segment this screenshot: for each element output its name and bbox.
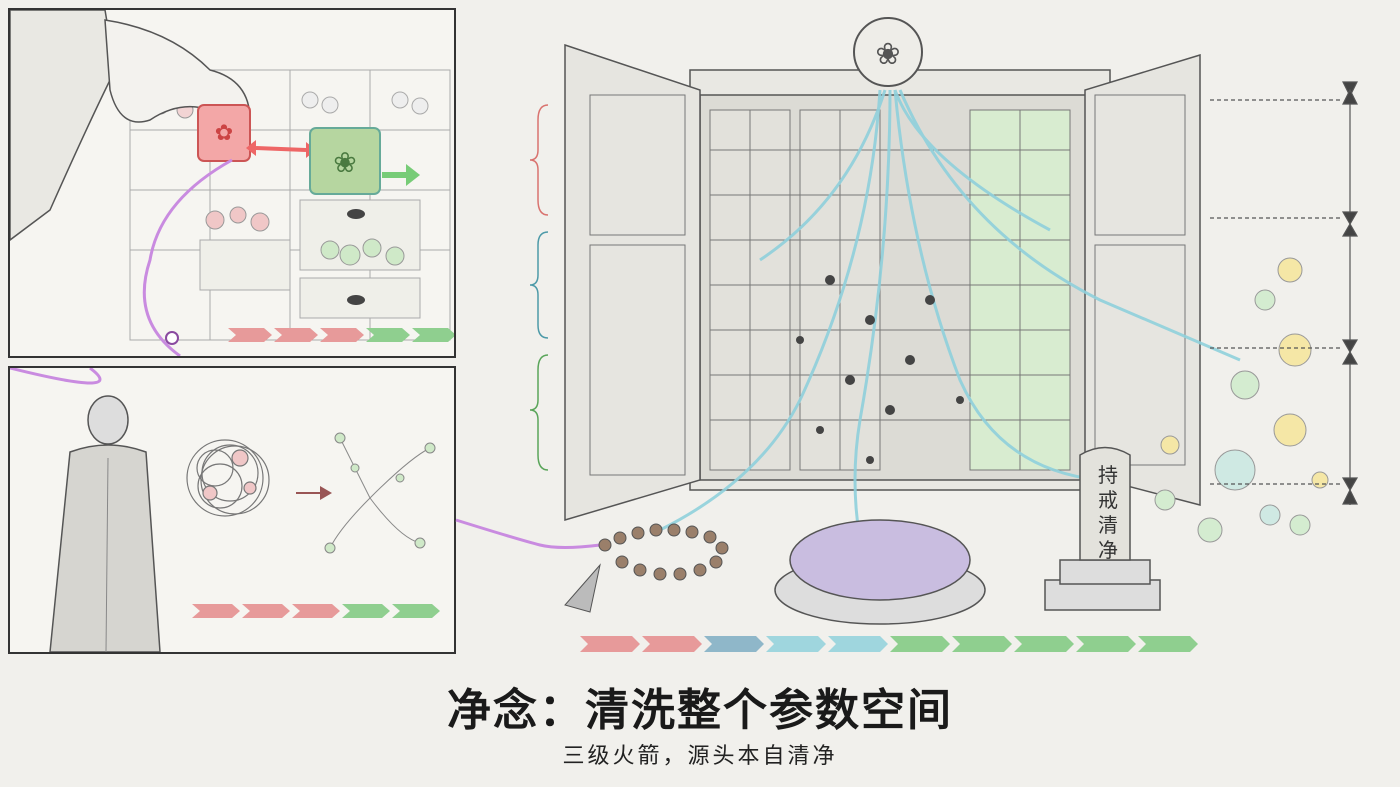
purple-thread-main	[455, 518, 601, 549]
prayer-beads-icon	[564, 523, 729, 613]
progress-chevron	[366, 328, 410, 342]
progress-chevron	[704, 636, 764, 652]
green-lotus-block-icon[interactable]: ❀	[309, 127, 381, 195]
apothecary-cabinet-scene: ✿ ❀	[10, 10, 454, 356]
progress-chevron	[274, 328, 318, 342]
dark-particles	[796, 275, 964, 464]
progress-chevron	[580, 636, 640, 652]
meditation-cushion-icon	[774, 519, 986, 625]
hand-icon	[10, 10, 251, 241]
svg-text:❀: ❀	[875, 37, 900, 72]
svg-text:❀: ❀	[333, 146, 356, 179]
side-brackets	[529, 104, 549, 471]
progress-chevron	[1076, 636, 1136, 652]
top-left-panel: ✿ ❀	[8, 8, 456, 358]
progress-bar-bottom	[192, 604, 440, 618]
progress-bar-main	[580, 636, 1198, 652]
stele-inscription: 持 戒 清 净	[1088, 463, 1128, 563]
progress-chevron	[828, 636, 888, 652]
progress-chevron	[952, 636, 1012, 652]
progress-bar-top	[228, 328, 454, 342]
thread-node	[165, 331, 179, 345]
stele-char: 戒	[1098, 488, 1118, 512]
dimension-ruler-icon	[1210, 81, 1359, 505]
purple-thread	[142, 158, 233, 356]
purple-thread-continued	[10, 368, 102, 385]
water-stream-icon	[659, 89, 1241, 541]
swap-arrow-icon	[246, 140, 316, 158]
progress-chevron	[642, 636, 702, 652]
bubble-icon	[1154, 257, 1329, 543]
monk-icon	[49, 395, 161, 652]
red-lotus-block-icon[interactable]: ✿	[197, 104, 251, 162]
cabinet-icon	[564, 43, 1201, 522]
progress-chevron	[320, 328, 364, 342]
progress-chevron	[1138, 636, 1198, 652]
page-subtitle: 三级火箭，源头本自清净	[562, 744, 838, 769]
arrow-icon	[296, 486, 332, 500]
sparse-network-icon	[324, 432, 436, 554]
lotus-emblem-icon: ❀	[853, 17, 923, 87]
stele-char: 净	[1098, 538, 1118, 562]
tangle-icon	[186, 439, 270, 517]
page-title: 净念：清洗整个参数空间	[447, 685, 953, 736]
stele-char: 清	[1098, 513, 1118, 537]
progress-chevron	[890, 636, 950, 652]
green-arrow-icon	[382, 164, 420, 186]
progress-chevron	[342, 604, 390, 618]
progress-chevron	[392, 604, 440, 618]
monk-scene	[10, 368, 440, 652]
progress-chevron	[192, 604, 240, 618]
bottom-left-panel	[8, 366, 456, 654]
svg-text:✿: ✿	[215, 121, 233, 146]
progress-chevron	[1014, 636, 1074, 652]
progress-chevron	[242, 604, 290, 618]
progress-chevron	[412, 328, 454, 342]
stele-char: 持	[1098, 463, 1118, 487]
progress-chevron	[292, 604, 340, 618]
progress-chevron	[766, 636, 826, 652]
progress-chevron	[228, 328, 272, 342]
